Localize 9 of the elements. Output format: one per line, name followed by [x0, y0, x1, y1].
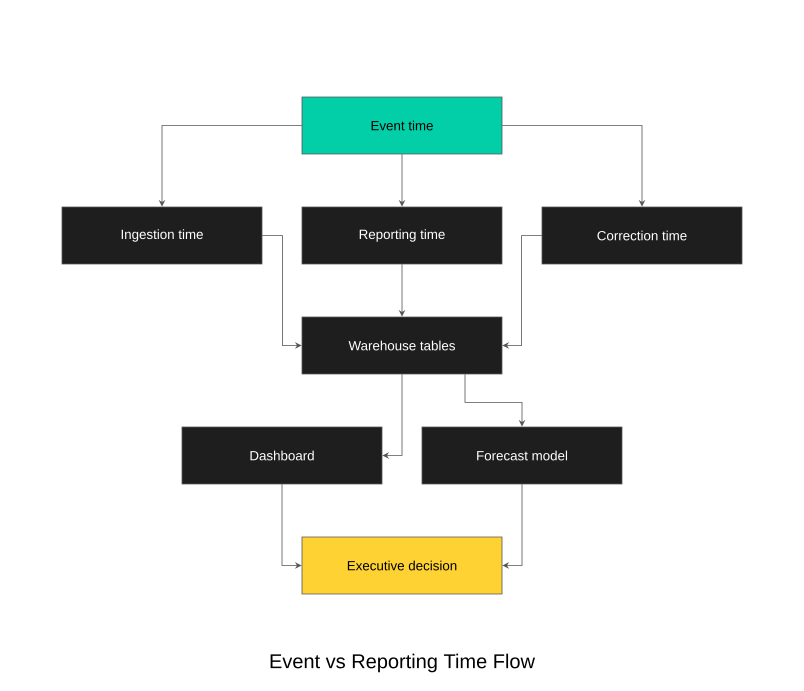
process-box: Ingestion time [62, 206, 262, 264]
process-box: Forecast model [422, 426, 622, 484]
process-box: Event time [302, 96, 502, 154]
title: Event vs Reporting Time Flow [270, 654, 536, 672]
process-box: Reporting time [302, 206, 502, 264]
process-box: Executive decision [302, 536, 502, 594]
process-box: Dashboard [182, 426, 382, 484]
process-box: Correction time [542, 206, 742, 264]
process-box: Warehouse tables [302, 316, 502, 374]
